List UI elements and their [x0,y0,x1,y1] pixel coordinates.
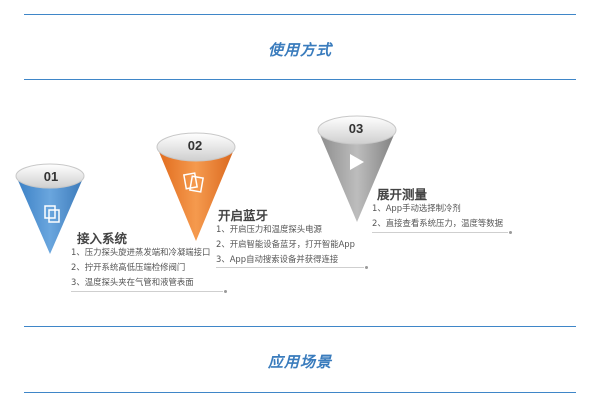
step1-underline [71,291,223,292]
divider-above-scenarios [24,326,576,327]
play-icon [350,154,364,170]
section-title-scenarios: 应用场景 [267,353,332,371]
step1-list: 1、压力探头旋进蒸发端和冷凝端接口 2、拧开系统高低压端检修阀门 3、温度探头夹… [71,245,210,290]
step3-end-dot [509,231,512,234]
step1-number: 01 [43,169,59,184]
step2-item: 3、App自动搜索设备并获得连接 [216,254,339,264]
step1-title: 接入系统 [77,231,128,246]
step3-title: 展开测量 [377,187,428,202]
step3-cone [317,115,397,222]
step3-item: 1、App手动选择制冷剂 [372,203,461,213]
step3-number: 03 [348,121,364,136]
step1-end-dot [224,290,227,293]
step1-item: 3、温度探头夹在气管和液管表面 [71,277,194,287]
step1-cone [15,163,85,254]
step2-number: 02 [187,138,203,153]
step3-list: 1、App手动选择制冷剂 2、直接查看系统压力，温度等数据 [372,201,503,231]
step1-item: 2、拧开系统高低压端检修阀门 [71,262,186,272]
step2-end-dot [365,266,368,269]
step3-item: 2、直接查看系统压力，温度等数据 [372,218,503,228]
copy-icon [182,172,204,193]
divider-under-usage [24,79,576,80]
step2-underline [216,267,364,268]
step2-list: 1、开启压力和温度探头电源 2、开启智能设备蓝牙，打开智能App 3、App自动… [216,222,355,267]
copy-icon [44,205,60,223]
bottom-divider [24,392,576,393]
step2-item: 2、开启智能设备蓝牙，打开智能App [216,239,355,249]
step3-underline [372,232,508,233]
step2-title: 开启蓝牙 [218,208,269,223]
top-divider [24,14,576,15]
step1-item: 1、压力探头旋进蒸发端和冷凝端接口 [71,247,211,257]
section-title-usage: 使用方式 [267,41,332,59]
step2-item: 1、开启压力和温度探头电源 [216,224,322,234]
step2-cone [156,132,236,241]
